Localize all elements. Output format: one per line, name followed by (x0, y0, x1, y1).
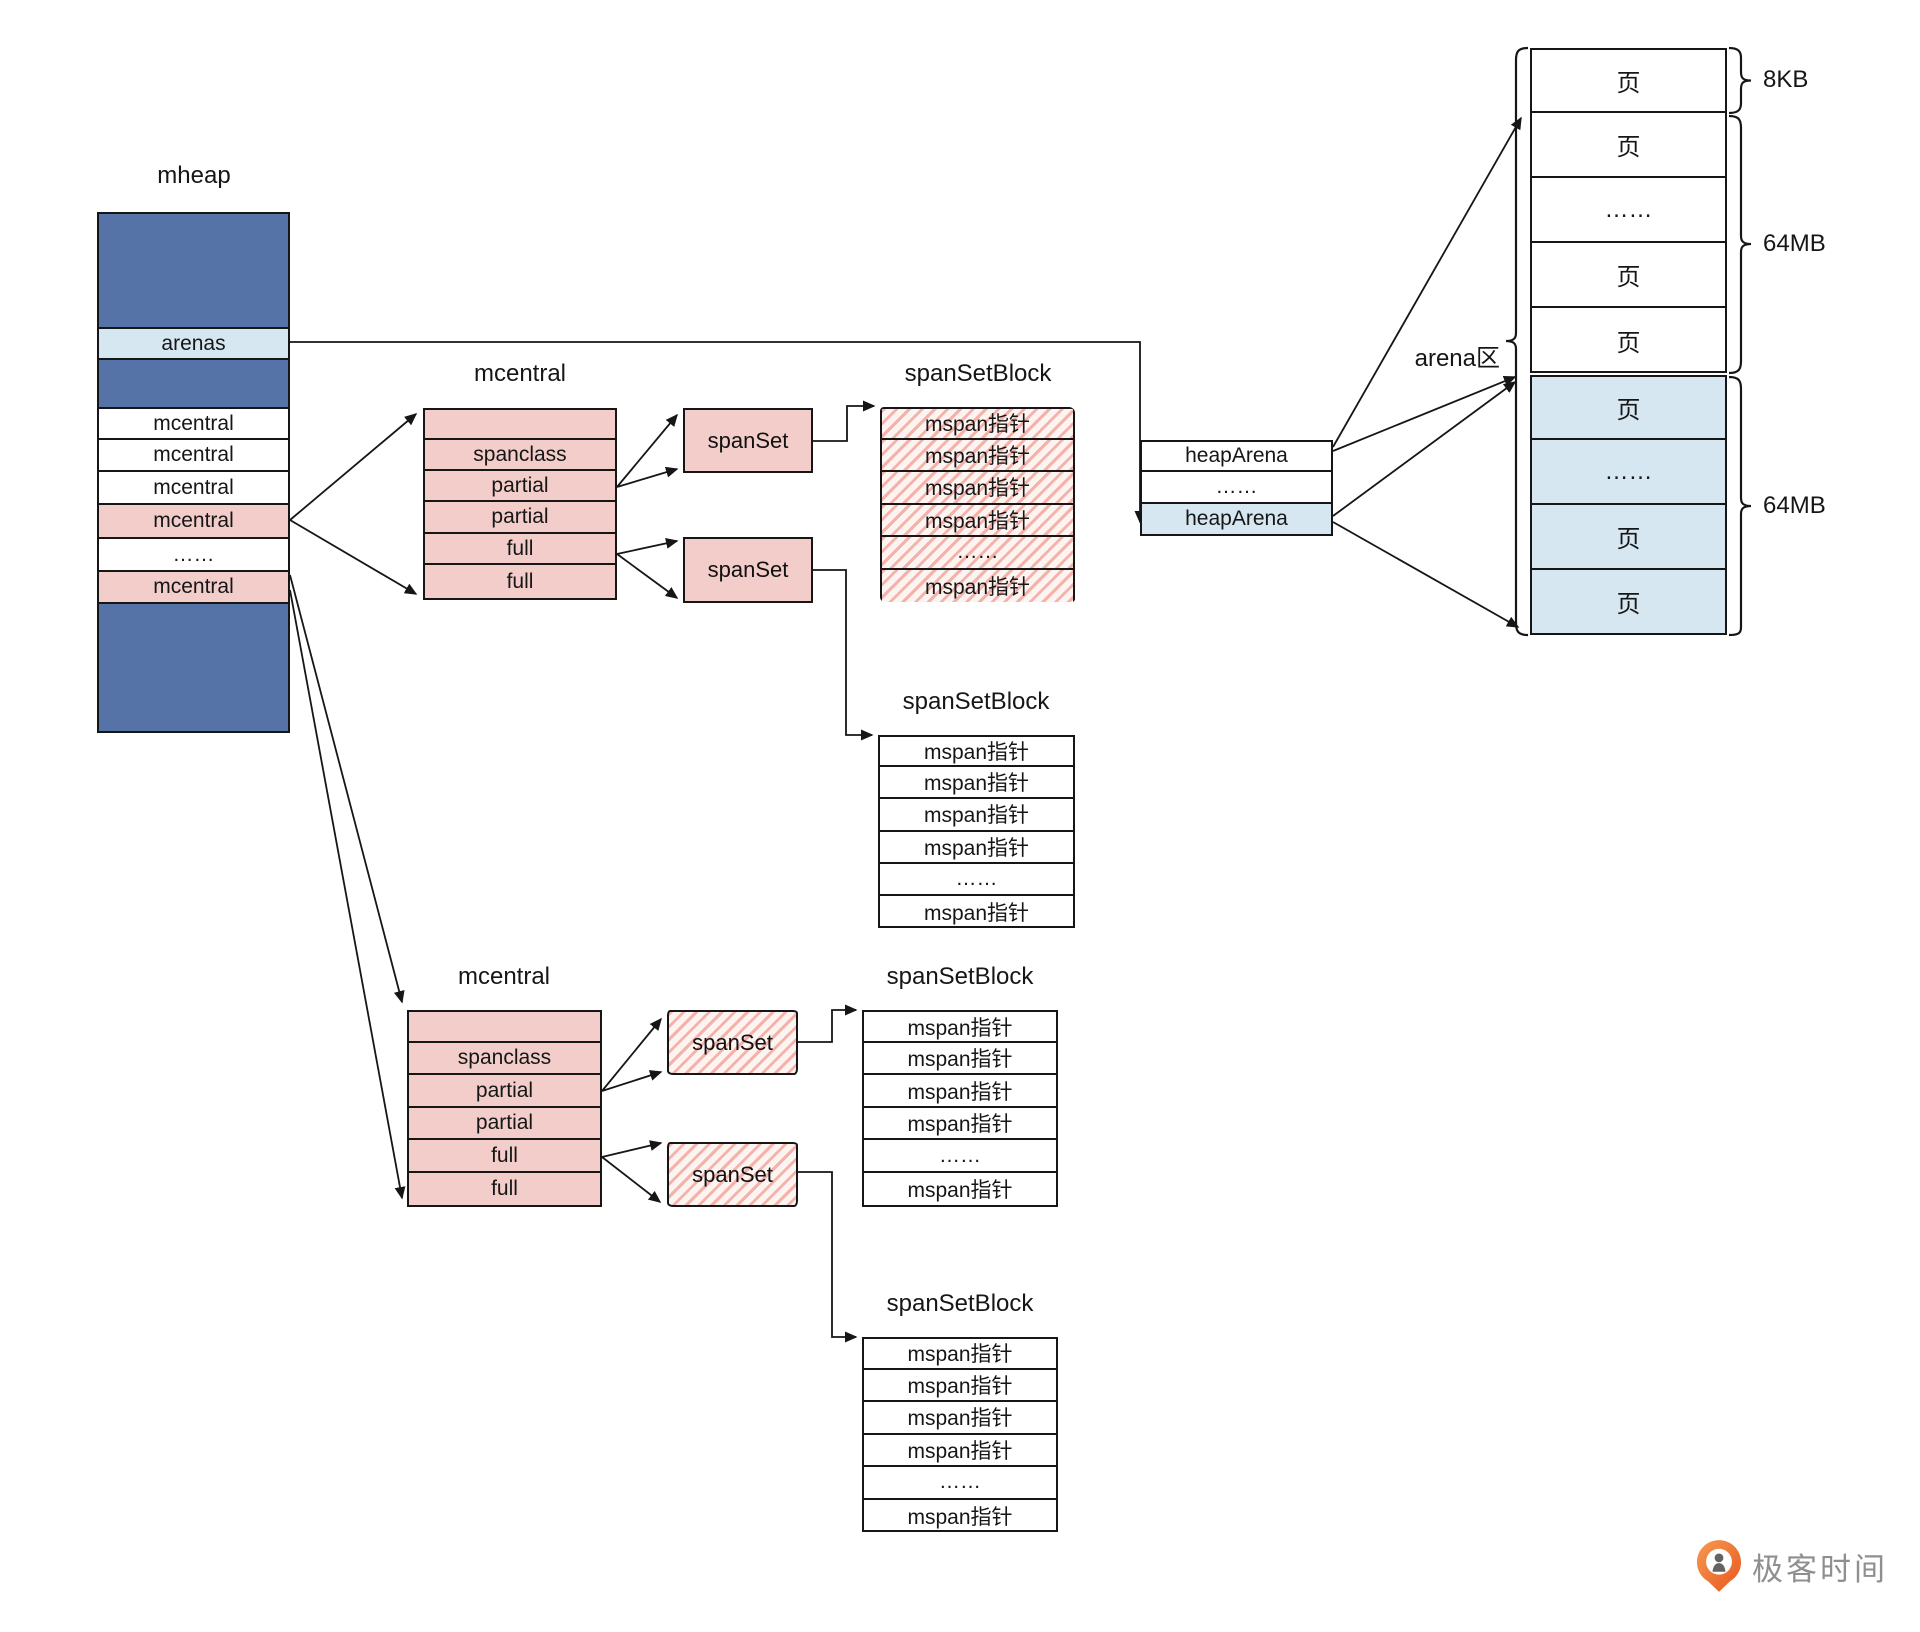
spansetblock3-struct: mspan指针 mspan指针 mspan指针 mspan指针 …… mspan… (862, 1010, 1058, 1207)
mcentral-row-partial: partial (425, 471, 615, 502)
mspan-pointer-row: mspan指针 (907, 1179, 1013, 1202)
arena-region-label: arena区 (1414, 345, 1500, 372)
page-cell: 页 (1532, 50, 1725, 113)
mcentral-top-title: mcentral (473, 360, 567, 387)
ellipsis-row: …… (864, 1140, 1056, 1173)
mspan-pointer-row: mspan指针 (882, 569, 1073, 602)
mspan-pointer-row: mspan指针 (864, 1043, 1056, 1075)
ellipsis-row: …… (1532, 178, 1725, 243)
geektime-brand: 极客时间 (1696, 1538, 1888, 1594)
mheap-segment (99, 214, 288, 329)
mspan-pointer-row: mspan指针 (907, 1505, 1013, 1529)
ellipsis-row: …… (1532, 440, 1725, 505)
mheap-segment-mcentral-active: mcentral (99, 505, 288, 539)
ellipsis-row: …… (1142, 472, 1331, 504)
spanset-bottom-partial: spanSet (667, 1010, 798, 1075)
mheap-segment (99, 360, 288, 409)
mspan-pointer-row: mspan指针 (923, 902, 1030, 926)
mcentral-row-full: full (409, 1173, 600, 1205)
mspan-pointer-row: mspan指针 (882, 409, 1073, 440)
geektime-logo-icon (1696, 1540, 1742, 1592)
page-cell: 页 (1532, 377, 1725, 440)
mheap-segment-arenas: arenas (99, 329, 288, 360)
mcentral-row-partial: partial (409, 1075, 600, 1108)
size-label-8kb: 8KB (1763, 66, 1809, 93)
ellipsis-row: …… (864, 1467, 1056, 1500)
mheap-segment-mcentral: mcentral (99, 409, 288, 440)
page-cell: 页 (1532, 505, 1725, 570)
mcentral-row-spanclass: spanclass (409, 1043, 600, 1075)
mcentral-row-full: full (409, 1140, 600, 1173)
spanset-top-partial: spanSet (683, 408, 813, 473)
spanset-bottom-full: spanSet (667, 1142, 798, 1207)
mcentral-row-full: full (425, 534, 615, 565)
mspan-pointer-row: mspan指针 (880, 737, 1073, 768)
page-cell: 页 (1532, 113, 1725, 178)
mcentral-bottom-struct: spanclass partial partial full full (407, 1010, 602, 1207)
mspan-pointer-row: mspan指针 (880, 799, 1073, 832)
mspan-pointer-row: mspan指针 (864, 1435, 1056, 1467)
mspan-pointer-row: mspan指针 (864, 1108, 1056, 1140)
arena-block-bottom: 页 …… 页 页 (1530, 375, 1727, 635)
page-cell: 页 (1616, 330, 1641, 357)
mcentral-bottom-title: mcentral (457, 963, 551, 990)
mspan-pointer-row: mspan指针 (864, 1339, 1056, 1370)
size-label-64mb: 64MB (1763, 230, 1826, 257)
spansetblock1-struct: mspan指针 mspan指针 mspan指针 mspan指针 …… mspan… (880, 407, 1075, 602)
heaparena-row: heapArena (1142, 442, 1331, 472)
mcentral-row-spanclass: spanclass (425, 440, 615, 471)
spansetblock1-title: spanSetBlock (904, 360, 1052, 387)
mcentral-row (425, 410, 615, 440)
mspan-pointer-row: mspan指针 (864, 1370, 1056, 1402)
mheap-segment-mcentral-active: mcentral (99, 572, 288, 604)
mspan-pointer-row: mspan指针 (864, 1012, 1056, 1043)
spansetblock4-struct: mspan指针 mspan指针 mspan指针 mspan指针 …… mspan… (862, 1337, 1058, 1532)
mspan-pointer-row: mspan指针 (882, 439, 1073, 472)
mheap-struct: arenas mcentral mcentral mcentral mcentr… (97, 212, 290, 733)
page-cell: 页 (1532, 243, 1725, 308)
spansetblock3-title: spanSetBlock (886, 963, 1034, 990)
mheap-segment-mcentral: mcentral (99, 440, 288, 472)
mheap-segment (99, 604, 288, 731)
size-label-64mb: 64MB (1763, 492, 1826, 519)
mheap-segment-mcentral: mcentral (99, 472, 288, 505)
page-cell: 页 (1532, 570, 1725, 633)
mspan-pointer-row: mspan指针 (864, 1075, 1056, 1108)
mcentral-row-partial: partial (425, 502, 615, 534)
heaparena-struct: heapArena …… heapArena (1140, 440, 1333, 536)
arena-block-top: 页 页 …… 页 页 (1530, 48, 1727, 373)
mcentral-top-struct: spanclass partial partial full full (423, 408, 617, 600)
mcentral-row-full: full (425, 565, 615, 598)
mspan-pointer-row: mspan指针 (882, 504, 1073, 537)
mspan-pointer-row: mspan指针 (864, 1402, 1056, 1435)
mheap-title: mheap (157, 162, 231, 189)
mspan-pointer-row: mspan指针 (882, 472, 1073, 505)
heaparena-row-active: heapArena (1142, 504, 1331, 534)
spansetblock4-title: spanSetBlock (886, 1290, 1034, 1317)
spanset-top-full: spanSet (683, 537, 813, 603)
spansetblock2-struct: mspan指针 mspan指针 mspan指针 mspan指针 …… mspan… (878, 735, 1075, 928)
mspan-pointer-row: mspan指针 (880, 767, 1073, 800)
ellipsis-row: …… (880, 864, 1073, 896)
mheap-segment-ellipsis: …… (99, 539, 288, 572)
spansetblock2-title: spanSetBlock (902, 688, 1050, 715)
mcentral-row-partial: partial (409, 1108, 600, 1140)
ellipsis-row: …… (882, 537, 1073, 570)
mcentral-row (409, 1012, 600, 1043)
mspan-pointer-row: mspan指针 (880, 832, 1073, 864)
geektime-brand-text: 极客时间 (1752, 1551, 1888, 1587)
